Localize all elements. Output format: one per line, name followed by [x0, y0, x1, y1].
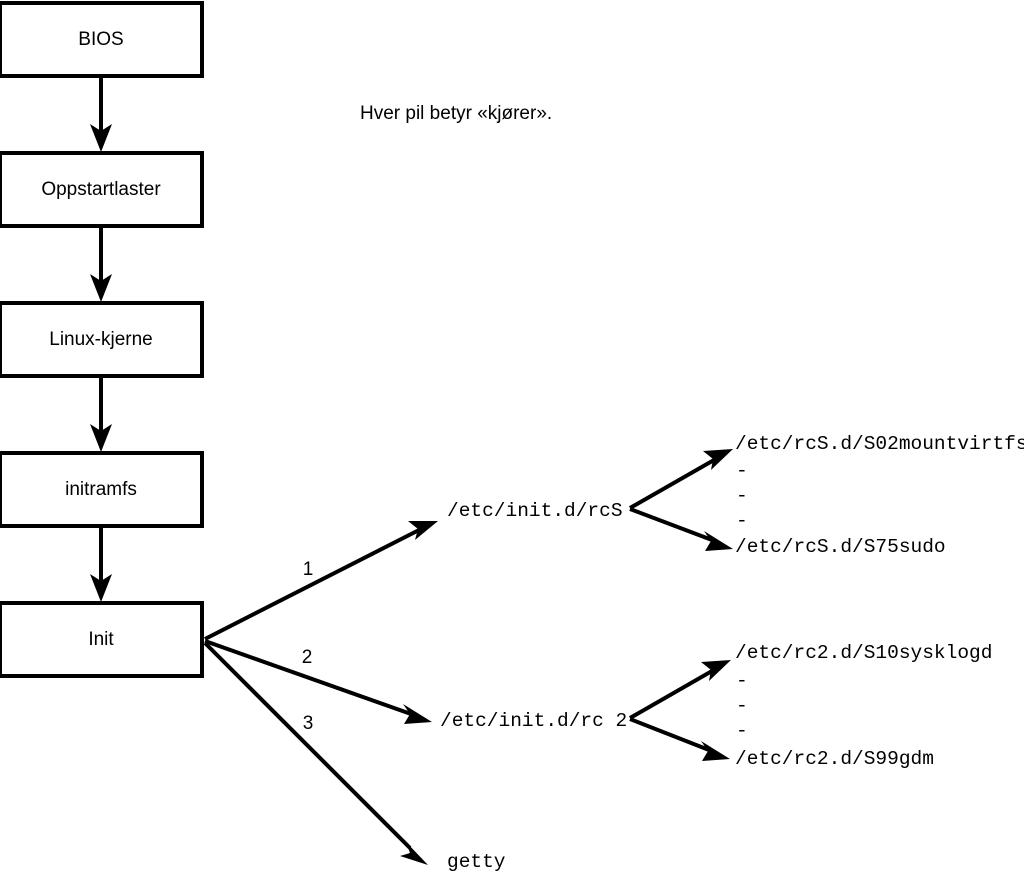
arrow-head-icon — [90, 124, 112, 152]
edge-number-3: 3 — [303, 713, 314, 734]
edge-rcs-to-last-script — [629, 507, 733, 551]
arrow-head-icon — [90, 424, 112, 452]
node-box-bootloader — [0, 151, 204, 228]
arrow-head-icon — [408, 521, 438, 540]
rc2-script-first: /etc/rc2.d/S10sysklogd — [735, 642, 992, 664]
rc2-ellipsis-dash-3: - — [736, 720, 748, 742]
node-box-kernel — [0, 301, 204, 378]
arrow-head-icon — [90, 574, 112, 602]
node-label-init: Init — [88, 629, 114, 650]
arrow-head-icon — [703, 449, 733, 470]
rcs-script-first: /etc/rcS.d/S02mountvirtfs — [735, 433, 1024, 455]
caption-label: Hver pil betyr «kjører». — [360, 103, 552, 124]
rc2-script-last: /etc/rc2.d/S99gdm — [735, 748, 934, 770]
edge-number-2: 2 — [302, 647, 313, 668]
arrow-bootloader-to-kernel — [90, 226, 112, 302]
edge-number-1: 1 — [303, 559, 314, 580]
arrow-head-icon — [400, 842, 428, 865]
node-box-init — [0, 601, 204, 678]
arrow-head-icon — [403, 704, 432, 724]
node-label-kernel: Linux-kjerne — [49, 329, 153, 350]
rcs-script-last: /etc/rcS.d/S75sudo — [735, 536, 946, 558]
edge-init-branch-3: 3 — [203, 641, 428, 865]
arrow-head-icon — [704, 531, 733, 551]
arrow-bios-to-bootloader — [90, 76, 112, 152]
edge-rc2-to-last-script — [629, 717, 730, 761]
edge-rc2-to-first-script — [629, 660, 731, 720]
branch-label-rcs: /etc/init.d/rcS — [447, 500, 623, 522]
arrow-head-icon — [701, 660, 731, 681]
node-bios: BIOS — [0, 1, 204, 78]
arrow-initramfs-to-init — [90, 526, 112, 602]
node-initramfs: initramfs — [0, 451, 204, 528]
rcs-ellipsis-dash-2: - — [736, 485, 748, 507]
arrow-head-icon — [701, 741, 730, 761]
node-label-bios: BIOS — [78, 29, 123, 50]
branch-label-getty: getty — [447, 851, 506, 873]
arrow-head-icon — [90, 274, 112, 302]
rcs-ellipsis-dash-3: - — [736, 510, 748, 532]
node-kernel: Linux-kjerne — [0, 301, 204, 378]
edge-init-branch-1: 1 — [204, 521, 438, 641]
node-box-bios — [0, 1, 204, 78]
rc2-ellipsis-dash-2: - — [736, 695, 748, 717]
rcs-ellipsis-dash-1: - — [736, 460, 748, 482]
node-init: Init — [0, 601, 204, 678]
edge-rcs-to-first-script — [629, 449, 733, 510]
rc2-ellipsis-dash-1: - — [736, 670, 748, 692]
node-box-initramfs — [0, 451, 204, 528]
arrow-kernel-to-initramfs — [90, 376, 112, 452]
branch-label-rc2: /etc/init.d/rc 2 — [440, 710, 627, 732]
node-bootloader: Oppstartlaster — [0, 151, 204, 228]
edge-init-branch-2: 2 — [204, 639, 432, 724]
node-label-bootloader: Oppstartlaster — [41, 179, 161, 200]
node-label-initramfs: initramfs — [65, 479, 137, 500]
